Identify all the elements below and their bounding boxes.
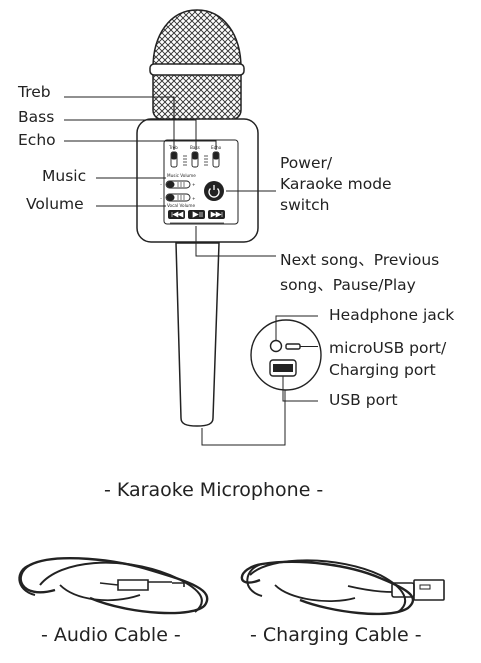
mic-ring [149, 63, 245, 76]
power-button[interactable] [204, 181, 224, 201]
eq-switches [170, 151, 220, 168]
power-icon [208, 188, 220, 198]
song-controls-label-line1: Next song、Previous [280, 251, 440, 269]
microusb-port[interactable] [285, 343, 301, 350]
volume-label: Volume [26, 195, 84, 213]
panel-bass-text: Bass [190, 145, 200, 150]
charging-cable-illustration [240, 559, 445, 616]
microusb-label-line2: Charging port [329, 361, 436, 379]
song-leader [195, 226, 276, 257]
panel-plus-1: + [192, 182, 196, 187]
usb-leader [282, 376, 318, 402]
bass-label: Bass [18, 108, 55, 126]
play-pause-icon [192, 211, 203, 218]
song-controls-label-line2: song、Pause/Play [280, 276, 416, 294]
panel-treb-text: Treb [168, 145, 178, 150]
panel-minus-2: – [160, 196, 162, 201]
audio-cable-illustration [18, 557, 209, 615]
panel-music-volume-text: Music Volume [167, 173, 196, 178]
treb-leader [64, 96, 175, 150]
mic-handle [175, 242, 220, 427]
bass-leader [64, 119, 197, 150]
microphone-caption: - Karaoke Microphone - [104, 479, 324, 501]
leader-lines [64, 96, 318, 446]
mic-head [149, 9, 245, 121]
music-label: Music [42, 167, 87, 185]
panel-minus-1: – [160, 182, 162, 187]
bottom-port-callout [250, 319, 322, 391]
previous-icon [171, 211, 184, 218]
control-panel [163, 139, 239, 225]
next-icon [210, 211, 223, 218]
headphone-leader [275, 315, 318, 340]
handle-to-callout-leader [201, 390, 286, 446]
charging-cable-caption: - Charging Cable - [250, 624, 422, 646]
power-label-line1: Power/ [280, 154, 333, 172]
usb-label: USB port [329, 391, 398, 409]
panel-plus-2: + [192, 196, 196, 201]
headphone-label: Headphone jack [329, 306, 455, 324]
audio-cable-caption: - Audio Cable - [41, 624, 181, 646]
echo-leader [64, 140, 217, 150]
headphone-jack[interactable] [269, 339, 283, 353]
treb-label: Treb [18, 83, 51, 101]
panel-vocal-volume-text: Vocal Volume [167, 203, 195, 208]
echo-label: Echo [18, 131, 56, 149]
microusb-label-line1: microUSB port/ [329, 339, 447, 357]
power-label-line2: Karaoke mode [280, 175, 392, 193]
power-label-line3: switch [280, 196, 330, 214]
